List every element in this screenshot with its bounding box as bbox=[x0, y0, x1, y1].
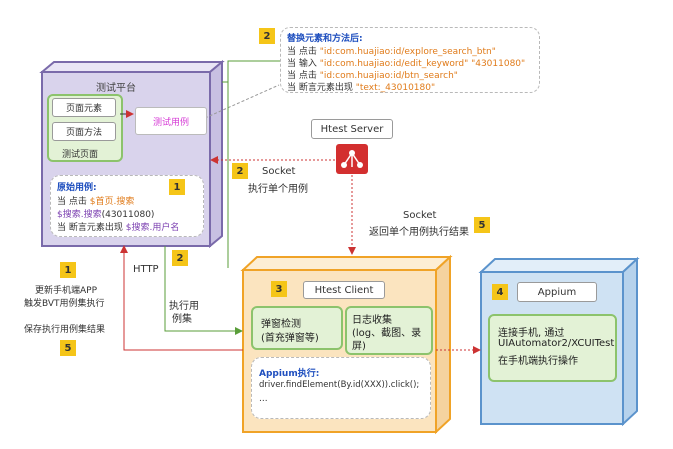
original-case-box bbox=[50, 175, 204, 237]
replace-title: 替换元素和方法后: bbox=[287, 34, 363, 44]
socket1-line2: 执行单个用例 bbox=[248, 184, 308, 195]
orig-l1-b: $首页.搜索 bbox=[89, 197, 135, 207]
platform-badge-1: 1 bbox=[169, 179, 185, 195]
http-label: HTTP bbox=[133, 264, 159, 275]
log-line3: 屏) bbox=[352, 341, 366, 352]
original-case-title: 原始用例: bbox=[57, 183, 97, 193]
replace-line-1: 当 点击 "id:com.huajiao:id/explore_search_b… bbox=[287, 44, 496, 57]
log-line1: 日志收集 bbox=[352, 315, 392, 326]
original-line-2: $搜索.搜索(43011080) bbox=[57, 207, 154, 220]
socket1-badge: 2 bbox=[232, 163, 248, 179]
page-element-box: 页面元素 bbox=[52, 98, 116, 117]
rep-l4-b: "text:_43010180" bbox=[355, 83, 436, 93]
client-label-box: Htest Client bbox=[303, 281, 385, 299]
server-label: Htest Server bbox=[320, 123, 384, 135]
network-icon bbox=[336, 144, 368, 174]
platform-title: 测试平台 bbox=[96, 83, 136, 94]
exec-line2: 例集 bbox=[172, 314, 192, 325]
socket2-line2: 返回单个用例执行结果 bbox=[369, 227, 469, 238]
client-badge: 3 bbox=[271, 281, 287, 297]
appium-line2: UIAutomator2/XCUITest bbox=[498, 338, 615, 349]
left-badge-5: 5 bbox=[60, 340, 76, 356]
page-method-box: 页面方法 bbox=[52, 122, 116, 141]
rep-l4-a: 当 断言元素出现 bbox=[287, 83, 356, 93]
client-label: Htest Client bbox=[314, 284, 374, 296]
test-case-box: 测试用例 bbox=[135, 107, 207, 135]
page-method-label: 页面方法 bbox=[65, 128, 102, 138]
server-box: Htest Server bbox=[311, 119, 393, 139]
left-line3: 保存执行用例集结果 bbox=[24, 325, 106, 335]
orig-l3-a: 当 断言元素出现 bbox=[57, 223, 126, 233]
popup-line1: 弹窗检测 bbox=[261, 319, 301, 330]
replace-line-2: 当 输入 "id:com.huajiao:id/edit_keyword" "4… bbox=[287, 56, 525, 69]
rep-l2-a: 当 输入 bbox=[287, 59, 320, 69]
test-page-label: 测试页面 bbox=[62, 150, 99, 160]
orig-l1-a: 当 点击 bbox=[57, 197, 90, 207]
page-element-label: 页面元素 bbox=[65, 104, 102, 114]
left-badge-1: 1 bbox=[60, 262, 76, 278]
rep-l3-b: "id:com.huajiao:id/btn_search" bbox=[319, 71, 458, 81]
appium-label: Appium bbox=[537, 286, 577, 298]
replace-line-4: 当 断言元素出现 "text:_43010180" bbox=[287, 80, 435, 93]
appium-line3: 在手机端执行操作 bbox=[498, 356, 578, 367]
log-collect-box: 日志收集 (log、截图、录 屏) bbox=[345, 306, 433, 355]
original-line-3: 当 断言元素出现 $搜索.用户名 bbox=[57, 220, 179, 233]
replace-line-3: 当 点击 "id:com.huajiao:id/btn_search" bbox=[287, 68, 458, 81]
test-case-label: 测试用例 bbox=[152, 117, 189, 128]
appium-label-box: Appium bbox=[517, 282, 597, 302]
replace-box bbox=[280, 27, 540, 93]
popup-detect-box: 弹窗检测 (首充弹窗等) bbox=[251, 306, 343, 350]
log-line2: (log、截图、录 bbox=[352, 328, 422, 339]
http-badge: 2 bbox=[172, 250, 188, 266]
replace-badge-2: 2 bbox=[259, 28, 275, 44]
socket1-line1: Socket bbox=[262, 166, 296, 177]
appium-desc-box: 连接手机, 通过 UIAutomator2/XCUITest 在手机端执行操作 bbox=[488, 314, 617, 382]
socket2-badge: 5 bbox=[474, 217, 490, 233]
appium-exec-code: driver.findElement(By.id(XXX)).click(); bbox=[259, 380, 420, 390]
orig-l3-b: $搜索.用户名 bbox=[125, 223, 180, 233]
appium-line1: 连接手机, 通过 bbox=[498, 328, 565, 339]
original-line-1: 当 点击 $首页.搜索 bbox=[57, 194, 134, 207]
exec-line1: 执行用 bbox=[169, 301, 199, 312]
appium-exec-title: Appium执行: bbox=[259, 369, 320, 379]
appium-exec-box bbox=[251, 357, 431, 419]
popup-line2: (首充弹窗等) bbox=[261, 333, 319, 344]
appium-badge: 4 bbox=[492, 284, 508, 300]
orig-l2-b: (43011080) bbox=[101, 210, 155, 220]
left-line1: 更新手机端APP bbox=[35, 286, 98, 296]
socket2-line1: Socket bbox=[403, 210, 437, 221]
rep-l3-a: 当 点击 bbox=[287, 71, 320, 81]
rep-l1-b: "id:com.huajiao:id/explore_search_btn" bbox=[319, 47, 496, 57]
orig-l2-a: $搜索.搜索 bbox=[57, 210, 102, 220]
left-line2: 触发BVT用例集执行 bbox=[24, 299, 105, 309]
appium-exec-more: ... bbox=[259, 394, 268, 404]
rep-l1-a: 当 点击 bbox=[287, 47, 320, 57]
rep-l2-b: "id:com.huajiao:id/edit_keyword" "430110… bbox=[319, 59, 526, 69]
